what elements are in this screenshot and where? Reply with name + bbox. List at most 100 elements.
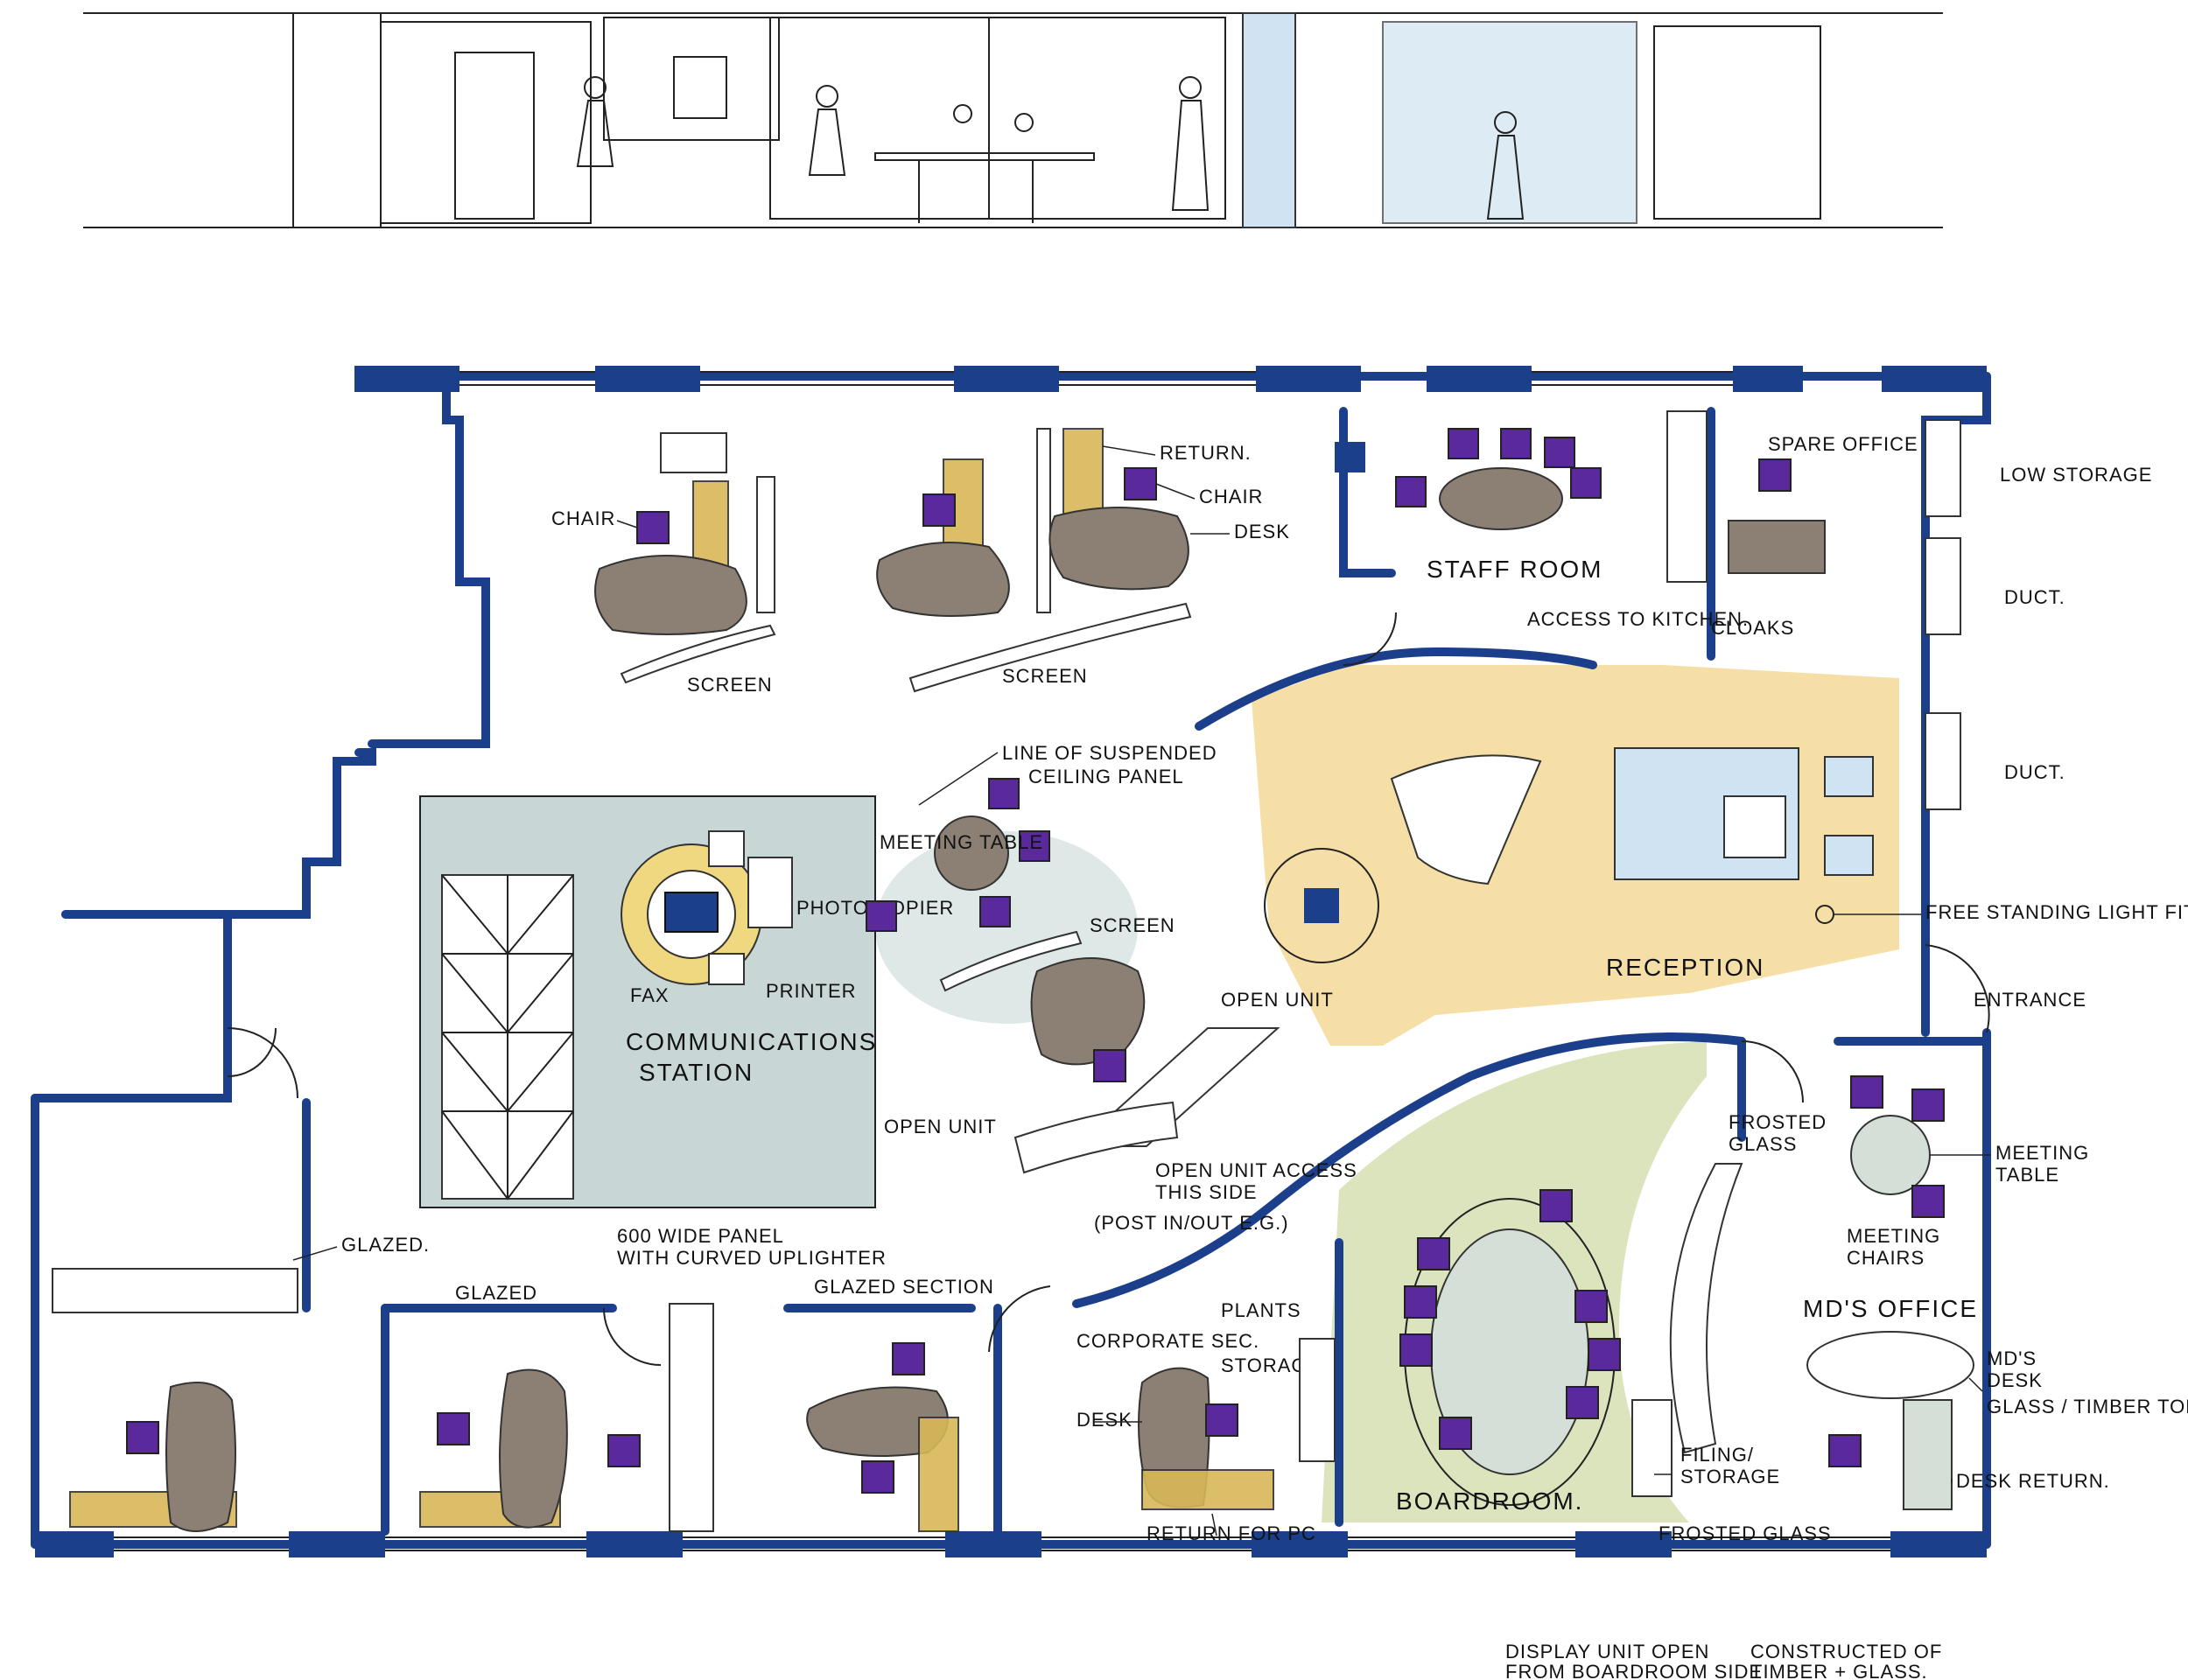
md-desk	[1806, 1331, 1974, 1399]
screen-2	[908, 602, 1192, 693]
staff-chair-3[interactable]	[1544, 437, 1575, 468]
spare-desk	[1728, 520, 1826, 574]
coffee-table	[1723, 795, 1786, 858]
communications-label: COMMUNICATIONS	[626, 1028, 877, 1055]
staff-chair-1[interactable]	[1448, 428, 1479, 459]
open-unit-label-2: OPEN UNIT	[884, 1116, 997, 1138]
chair-label-1: CHAIR	[551, 508, 615, 529]
office-3-chair-2[interactable]	[892, 1342, 925, 1376]
office-3-return	[918, 1417, 959, 1532]
meeting-table-2	[1850, 1115, 1931, 1195]
duct-label-2: DUCT.	[2004, 761, 2065, 783]
elevation-sketch	[83, 12, 1943, 228]
meeting-chairs-label-a: MEETING	[1847, 1225, 1940, 1247]
open-unit-access-1: OPEN UNIT ACCESS	[1155, 1159, 1357, 1181]
glazed-section-label: GLAZED SECTION	[814, 1276, 994, 1298]
uplighter-panel	[669, 1303, 714, 1532]
doors	[227, 612, 1990, 1366]
glazed-label-1: GLAZED.	[341, 1234, 430, 1256]
reception-column-ring	[1264, 848, 1379, 963]
fax-machine	[708, 830, 745, 867]
staff-table	[1439, 467, 1563, 530]
desk-1	[594, 555, 747, 635]
md-meeting-chair-3[interactable]	[1911, 1185, 1945, 1218]
md-desk-label-a: MD'S	[1987, 1348, 2037, 1369]
spare-office: SPARE OFFICE CLOAKS LOW STORAGE DUCT. DU…	[1666, 410, 2151, 810]
chair-1[interactable]	[636, 511, 670, 544]
md-desk-return	[1903, 1399, 1953, 1510]
spare-chair[interactable]	[1758, 458, 1792, 492]
office-2-chair-1[interactable]	[437, 1412, 470, 1446]
open-unit-label-1: OPEN UNIT	[1221, 989, 1334, 1011]
panel-label-2: WITH CURVED UPLIGHTER	[617, 1247, 887, 1269]
meeting-table-1	[934, 816, 1009, 891]
reception: FREE STANDING LIGHT FITTING RECEPTION EN…	[1264, 747, 2188, 1011]
filing-storage	[1631, 1399, 1673, 1497]
board-chair-8[interactable]	[1566, 1386, 1599, 1419]
reception-chair-2[interactable]	[1824, 835, 1874, 876]
printer-label: PRINTER	[766, 980, 857, 1002]
chair-3[interactable]	[1124, 467, 1157, 500]
reception-chair-1[interactable]	[1824, 756, 1874, 797]
office-1-chair[interactable]	[126, 1421, 159, 1454]
display-unit	[1669, 1163, 1743, 1454]
mds-office-label: MD'S OFFICE	[1803, 1295, 1978, 1322]
chair-2[interactable]	[922, 494, 956, 527]
corp-sec-chair[interactable]	[1205, 1404, 1238, 1437]
suspended-label-1: LINE OF SUSPENDED	[1002, 742, 1217, 764]
duct-2	[1925, 712, 1961, 810]
monitor	[664, 892, 719, 933]
meeting-chair-1[interactable]	[988, 778, 1020, 809]
meeting-table-label-2b: TABLE	[1995, 1164, 2059, 1186]
reception-counter	[1390, 754, 1542, 886]
staff-room-label: STAFF ROOM	[1427, 556, 1602, 583]
boardroom: BOARDROOM. DISPLAY UNIT OPEN FROM BOARDR…	[1396, 1163, 1942, 1680]
glazed-partition	[52, 1268, 298, 1313]
open-plan-office: CHAIR SCREEN RETURN. CHAIR DESK SCREEN	[551, 428, 1290, 696]
board-chair-3[interactable]	[1399, 1334, 1433, 1367]
board-chair-6[interactable]	[1574, 1290, 1608, 1323]
meeting-area: MEETING TABLE LINE OF SUSPENDED CEILING …	[866, 742, 1357, 1234]
printer	[708, 953, 745, 985]
meeting-chair-5[interactable]	[1093, 1049, 1126, 1082]
staff-chair-2[interactable]	[1500, 428, 1532, 459]
meeting-chair-2[interactable]	[1019, 830, 1050, 862]
plants-label: PLANTS	[1221, 1299, 1301, 1321]
filing-label-a: FILING/	[1680, 1444, 1754, 1466]
display-label-2: FROM BOARDROOM SIDE	[1505, 1661, 1763, 1680]
panel-label-1: 600 WIDE PANEL	[617, 1225, 784, 1247]
md-meeting-chair-2[interactable]	[1911, 1088, 1945, 1122]
glazed-label-2: GLAZED	[455, 1282, 537, 1304]
desk-label-1: DESK	[1234, 521, 1290, 542]
frosted-glass-label-2: GLASS	[1729, 1133, 1797, 1155]
screen-label-1: SCREEN	[687, 674, 773, 696]
office-3-chair-1[interactable]	[861, 1460, 894, 1494]
interior-walls	[302, 407, 1991, 1536]
board-chair-7[interactable]	[1588, 1338, 1621, 1371]
desk-label-2: DESK	[1076, 1409, 1133, 1431]
md-desk-label-b: DESK	[1987, 1369, 2043, 1391]
open-unit-access-2: THIS SIDE	[1155, 1181, 1258, 1203]
board-chair-1[interactable]	[1417, 1237, 1450, 1270]
reception-column	[1304, 888, 1339, 923]
storage-unit	[1299, 1338, 1336, 1462]
board-chair-5[interactable]	[1539, 1189, 1573, 1222]
meeting-chair-3[interactable]	[979, 896, 1011, 928]
mds-office: MEETING TABLE MEETING CHAIRS MD'S OFFICE…	[1631, 1075, 2188, 1544]
board-chair-4[interactable]	[1439, 1417, 1472, 1450]
staff-chair-5[interactable]	[1395, 476, 1427, 508]
desk-return-label: DESK RETURN.	[1956, 1470, 2110, 1492]
staff-chair-4[interactable]	[1570, 467, 1602, 499]
md-meeting-chair-1[interactable]	[1850, 1075, 1883, 1109]
office-2-chair-2[interactable]	[607, 1434, 641, 1467]
constructed-label-1: CONSTRUCTED OF	[1750, 1641, 1942, 1662]
meeting-chair-4[interactable]	[866, 900, 897, 932]
reception-label: RECEPTION	[1606, 954, 1764, 981]
return-label: RETURN.	[1160, 442, 1252, 464]
md-chair[interactable]	[1828, 1434, 1862, 1467]
photocopier	[747, 857, 793, 928]
board-chair-2[interactable]	[1404, 1285, 1437, 1319]
return-pc-label: RETURN FOR PC	[1147, 1522, 1316, 1544]
meeting-chairs-label-b: CHAIRS	[1847, 1247, 1925, 1269]
